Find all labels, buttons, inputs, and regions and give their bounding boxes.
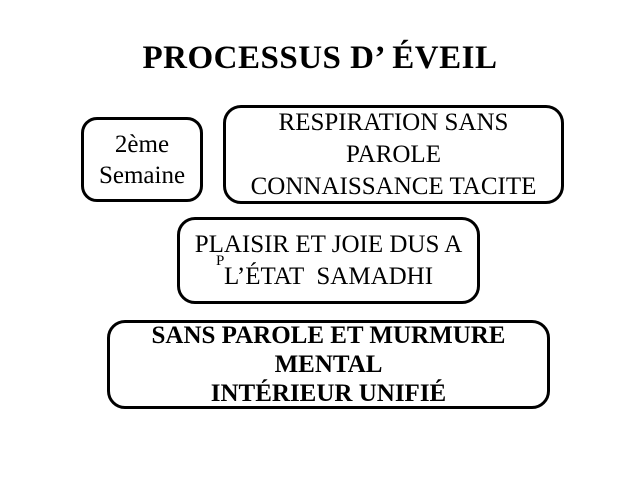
box-sans-parole: SANS PAROLE ET MURMURE MENTAL INTÉRIEUR … — [107, 320, 550, 409]
slide-title: PROCESSUS D’ ÉVEIL — [142, 40, 498, 76]
box-sans-parole-line-1: SANS PAROLE ET MURMURE — [151, 322, 506, 349]
box-week: 2ème Semaine — [81, 117, 203, 202]
box-week-line-2: Semaine — [98, 161, 186, 189]
box-respiration: RESPIRATION SANS PAROLE CONNAISSANCE TAC… — [223, 105, 564, 204]
box-plaisir: P PLAISIR ET JOIE DUS A L’ÉTAT SAMADHI — [177, 217, 480, 304]
box-respiration-line-2: PAROLE — [346, 140, 441, 168]
stray-p-character: P — [216, 253, 225, 269]
box-plaisir-line-1: PLAISIR ET JOIE DUS A — [194, 230, 463, 258]
box-respiration-line-3: CONNAISSANCE TACITE — [250, 172, 537, 200]
box-respiration-line-1: RESPIRATION SANS — [278, 108, 509, 136]
box-plaisir-line-2: L’ÉTAT SAMADHI — [223, 262, 434, 290]
box-sans-parole-line-2: MENTAL — [274, 351, 383, 378]
box-sans-parole-line-3: INTÉRIEUR UNIFIÉ — [210, 380, 447, 407]
box-week-line-1: 2ème — [114, 130, 170, 158]
